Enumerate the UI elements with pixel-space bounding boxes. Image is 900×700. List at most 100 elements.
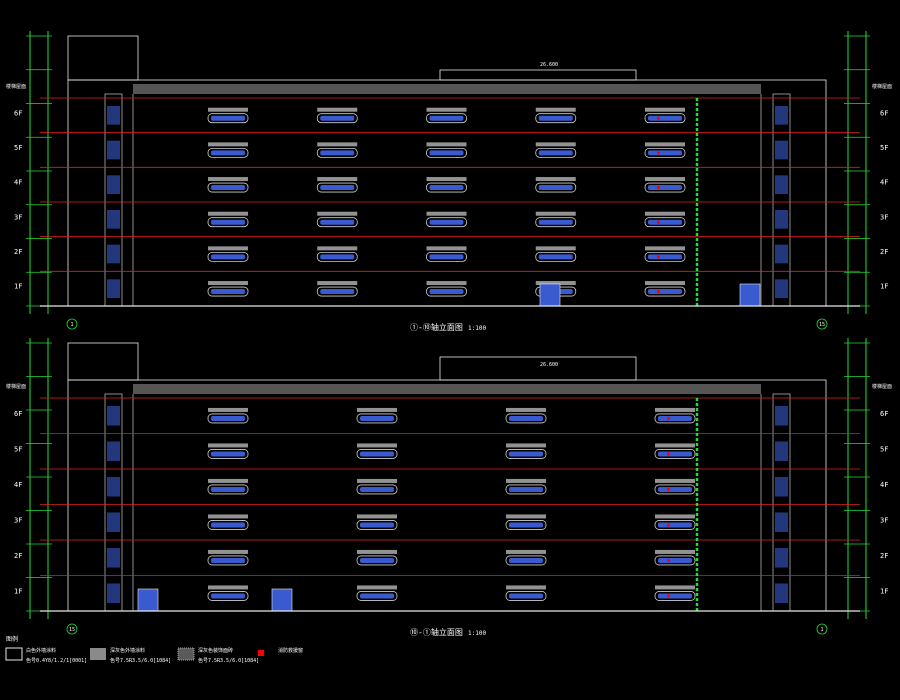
window <box>505 555 547 566</box>
window-glass <box>509 593 543 599</box>
legend-swatch <box>177 647 195 661</box>
window <box>356 484 398 495</box>
stair-window <box>775 175 788 194</box>
floor-label-right: 4F <box>880 481 888 489</box>
stair-window <box>107 441 120 461</box>
window <box>207 147 249 158</box>
window-sill <box>208 514 248 519</box>
window-sill <box>655 443 695 448</box>
elevation-scale: 1:100 <box>468 325 486 332</box>
window-sill <box>317 281 358 286</box>
window <box>356 555 398 566</box>
legend-item-title: 深灰色外墙涂料 <box>110 647 145 654</box>
fire-rescue-window <box>657 151 660 155</box>
window <box>535 147 577 158</box>
window-sill <box>357 514 397 519</box>
window <box>426 217 467 228</box>
floor-label-right: 5F <box>880 445 888 453</box>
fire-rescue-window <box>667 416 670 420</box>
legend-item-code: 色号0.4Y8/1.2/1[0001] <box>26 657 87 664</box>
window-sill <box>208 443 248 448</box>
stair-window <box>107 106 120 125</box>
window-glass <box>360 557 394 563</box>
window-glass <box>211 593 245 599</box>
window-sill <box>317 142 358 147</box>
window-sill <box>535 246 576 251</box>
window-glass <box>211 415 245 421</box>
parapet-band <box>133 384 761 394</box>
window-sill <box>208 281 248 286</box>
legend-swatch <box>90 648 106 660</box>
roof-label-left: 楼梯屋面 <box>6 383 26 390</box>
window-glass <box>360 415 394 421</box>
window-glass <box>648 115 682 121</box>
window <box>644 217 686 228</box>
window-glass <box>658 451 692 457</box>
legend-heading: 图例 <box>6 635 18 643</box>
stair-window <box>775 279 788 298</box>
stair-window <box>107 583 120 603</box>
roof-machine-room <box>439 356 637 381</box>
window <box>207 520 249 530</box>
window-glass <box>429 254 464 260</box>
window-sill <box>655 514 695 519</box>
window-glass <box>658 593 692 599</box>
window <box>654 449 696 459</box>
window-sill <box>208 407 248 412</box>
stair-window <box>775 140 788 160</box>
floor-label-right: 3F <box>880 516 888 524</box>
floor-label-left: 2F <box>14 248 22 256</box>
window-glass <box>538 150 573 156</box>
window-sill <box>535 211 576 216</box>
window <box>505 413 547 424</box>
floor-label-left: 5F <box>14 144 22 152</box>
window <box>654 555 696 566</box>
window-glass <box>429 185 464 191</box>
stair-window <box>775 406 788 426</box>
window-sill <box>506 478 546 483</box>
axis-label-left: 1 <box>70 322 73 328</box>
window <box>356 449 398 459</box>
window-glass <box>658 557 692 563</box>
window <box>207 413 249 424</box>
window-sill <box>426 177 467 182</box>
floor-label-right: 1F <box>880 587 888 595</box>
axis-label-left: 15 <box>69 627 75 633</box>
stair-roof <box>67 35 139 81</box>
window-sill <box>426 281 467 286</box>
window <box>316 113 358 124</box>
window-glass <box>211 185 245 191</box>
fire-rescue-window <box>657 290 660 294</box>
floor-label-right: 2F <box>880 552 888 560</box>
window <box>535 251 577 262</box>
window-glass <box>509 522 543 528</box>
axis-marker-left <box>66 318 78 330</box>
window <box>207 113 249 124</box>
floor-label-right: 4F <box>880 179 888 187</box>
window-sill <box>357 478 397 483</box>
window-sill <box>208 177 248 182</box>
floor-label-right: 3F <box>880 213 888 221</box>
axis-marker-left <box>66 623 78 635</box>
window-glass <box>320 185 355 191</box>
legend-item-title: 白色外墙涂料 <box>26 647 56 654</box>
window-glass <box>648 185 682 191</box>
legend-item-code: 色号7.5R3.5/6.0[1084] <box>110 657 171 664</box>
legend-item-title: 消防救援窗 <box>278 647 303 654</box>
window-sill <box>645 142 685 147</box>
window <box>316 147 358 158</box>
window-glass <box>211 289 245 295</box>
window-sill <box>426 211 467 216</box>
stair-window <box>775 477 788 497</box>
stair-window <box>775 512 788 532</box>
elevation-title: ⑩-①轴立面图 <box>410 627 463 637</box>
window <box>505 520 547 530</box>
axis-label-right: 1 <box>820 627 823 633</box>
window-sill <box>506 443 546 448</box>
top-dimension: 26.600 <box>540 362 558 368</box>
window-sill <box>317 246 358 251</box>
legend-item-code: 色号7.5R3.5/6.0[1084] <box>198 657 259 664</box>
fire-rescue-window <box>657 116 660 120</box>
